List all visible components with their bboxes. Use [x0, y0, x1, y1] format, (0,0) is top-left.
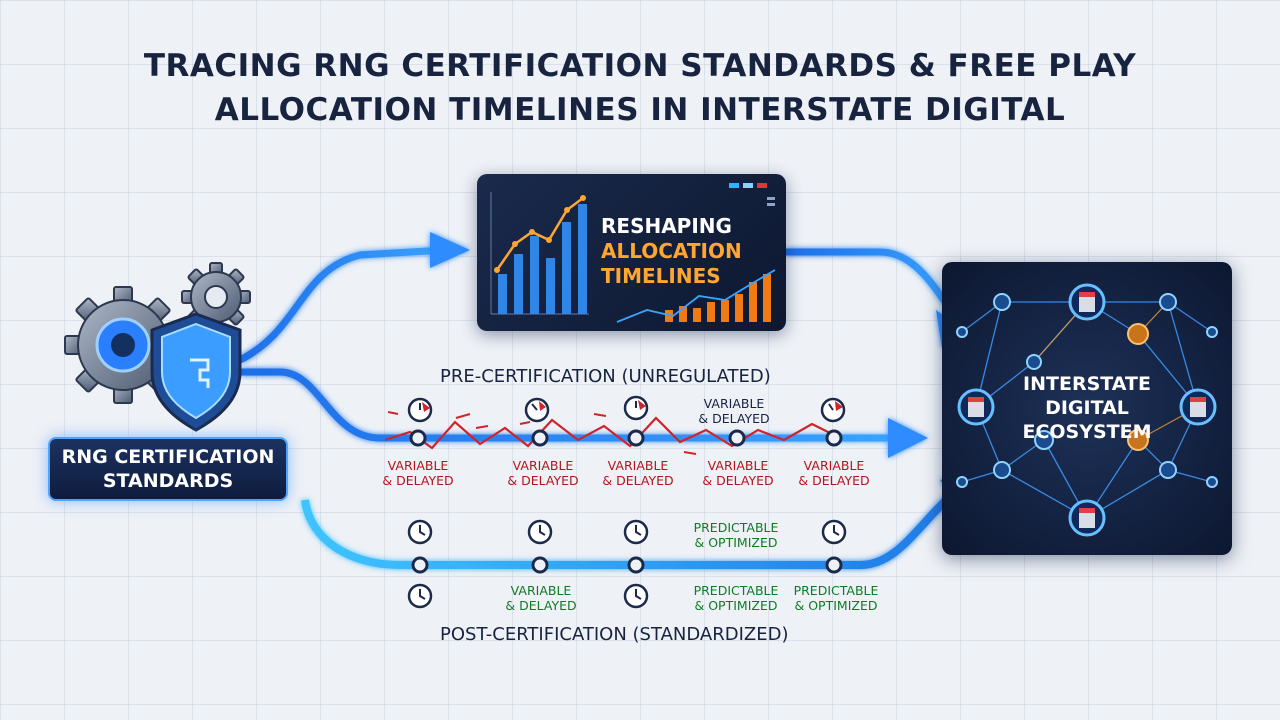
network-icon [956, 283, 1218, 537]
ecosystem-label: INTERSTATE DIGITAL ECOSYSTEM [942, 372, 1232, 444]
pre-status-4: VARIABLE & DELAYED [678, 458, 798, 488]
chart-card-title-line-1: RESHAPING [601, 214, 732, 238]
volatile-timeline-line [384, 416, 841, 450]
pipe-to-chart [238, 246, 446, 364]
rng-certification-label: RNG CERTIFICATION STANDARDS [48, 437, 288, 501]
chart-card-title: RESHAPING ALLOCATION TIMELINES [601, 214, 781, 289]
chart-bars [498, 204, 587, 314]
pre-status-5-line-1: VARIABLE [803, 458, 865, 473]
pipe-pre-certification [240, 368, 890, 442]
post-status-1: VARIABLE & DELAYED [481, 583, 601, 613]
chart-card-title-line-2: ALLOCATION [601, 239, 742, 263]
pre-top-note: VARIABLE & DELAYED [674, 396, 794, 426]
pre-status-1-line-2: & DELAYED [382, 473, 454, 488]
page-title: TRACING RNG CERTIFICATION STANDARDS & FR… [0, 44, 1280, 132]
pre-status-5-line-2: & DELAYED [798, 473, 870, 488]
window-control-2 [743, 183, 753, 188]
post-node-1 [411, 556, 429, 574]
network-nodes [956, 293, 1218, 488]
post-status-1-line-1: VARIABLE [510, 583, 572, 598]
volatile-dashes [387, 411, 697, 455]
arrow-head-to-chart [430, 232, 470, 268]
gear-icon [181, 262, 251, 332]
decorative-chart [490, 183, 776, 323]
shield-icon [150, 312, 242, 432]
allocation-timelines-card: RESHAPING ALLOCATION TIMELINES [477, 174, 786, 331]
pre-node-2 [531, 429, 549, 447]
pre-status-4-line-1: VARIABLE [707, 458, 769, 473]
network-hubs [957, 283, 1217, 537]
post-node-4 [825, 556, 843, 574]
post-top-note-line-2: & OPTIMIZED [694, 535, 778, 550]
post-status-3: PREDICTABLE & OPTIMIZED [776, 583, 896, 613]
pre-node-5 [825, 429, 843, 447]
page-title-line-1: TRACING RNG CERTIFICATION STANDARDS & FR… [143, 48, 1137, 84]
window-control-1 [729, 183, 739, 188]
ecosystem-line-3: ECOSYSTEM [1022, 421, 1152, 443]
pre-status-2-line-2: & DELAYED [507, 473, 579, 488]
ecosystem-line-2: DIGITAL [1045, 397, 1129, 419]
clock-icon [623, 519, 649, 545]
post-certification-label: POST-CERTIFICATION (STANDARDIZED) [440, 624, 789, 645]
post-status-3-line-2: & OPTIMIZED [794, 598, 878, 613]
pre-status-3-line-2: & DELAYED [602, 473, 674, 488]
clock-icon [527, 519, 553, 545]
ecosystem-line-1: INTERSTATE [1023, 373, 1151, 395]
chart-card-title-line-3: TIMELINES [601, 264, 721, 288]
pre-status-4-line-2: & DELAYED [702, 473, 774, 488]
post-node-2 [531, 556, 549, 574]
window-control-3 [757, 183, 767, 188]
post-timeline-nodes [411, 556, 843, 574]
pre-timeline-nodes [409, 429, 843, 447]
rng-label-line-1: RNG CERTIFICATION [61, 446, 275, 468]
post-top-note-line-1: PREDICTABLE [693, 520, 779, 535]
clock-icon [407, 583, 433, 609]
pre-status-5: VARIABLE & DELAYED [774, 458, 894, 488]
pre-status-1-line-1: VARIABLE [387, 458, 449, 473]
post-node-3 [627, 556, 645, 574]
pre-status-1: VARIABLE & DELAYED [358, 458, 478, 488]
pre-status-3: VARIABLE & DELAYED [578, 458, 698, 488]
pre-node-1 [409, 429, 427, 447]
interstate-ecosystem-card: INTERSTATE DIGITAL ECOSYSTEM [942, 262, 1232, 555]
clock-icon [821, 519, 847, 545]
pre-status-3-line-1: VARIABLE [607, 458, 669, 473]
clock-icon [623, 583, 649, 609]
broken-clock-icon [820, 397, 846, 423]
broken-clock-icon [407, 397, 433, 423]
pre-node-4 [728, 429, 746, 447]
pre-certification-label: PRE-CERTIFICATION (UNREGULATED) [440, 366, 771, 387]
pre-top-note-line-2: & DELAYED [698, 411, 770, 426]
clock-icon [407, 519, 433, 545]
post-status-1-line-2: & DELAYED [505, 598, 577, 613]
pre-status-2: VARIABLE & DELAYED [483, 458, 603, 488]
chart-trend-line [495, 197, 584, 271]
page-title-line-2: ALLOCATION TIMELINES IN INTERSTATE DIGIT… [214, 92, 1066, 128]
post-status-2-line-1: PREDICTABLE [693, 583, 779, 598]
post-status-3-line-1: PREDICTABLE [793, 583, 879, 598]
post-top-note: PREDICTABLE & OPTIMIZED [676, 520, 796, 550]
pre-top-note-line-1: VARIABLE [703, 396, 765, 411]
pre-status-2-line-1: VARIABLE [512, 458, 574, 473]
post-status-2: PREDICTABLE & OPTIMIZED [676, 583, 796, 613]
arrow-head-pre [888, 418, 928, 458]
pre-node-3 [627, 429, 645, 447]
broken-clock-icon [623, 395, 649, 421]
rng-label-line-2: STANDARDS [102, 470, 234, 492]
post-status-2-line-2: & OPTIMIZED [694, 598, 778, 613]
pipe-chart-to-ecosystem [786, 248, 961, 321]
broken-clock-icon [524, 397, 550, 423]
